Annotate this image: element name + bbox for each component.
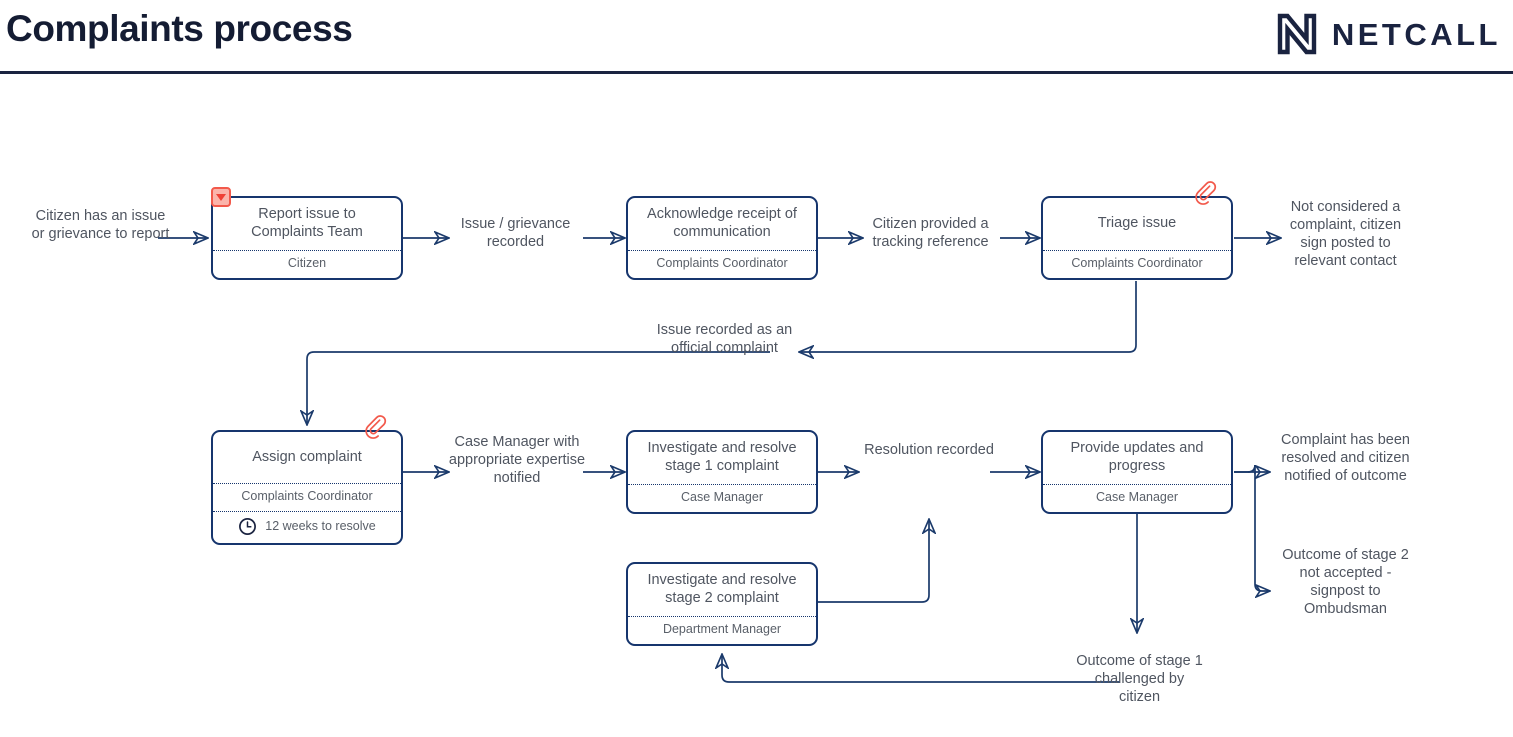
- triangle-down-icon: [216, 193, 226, 201]
- node-meta: 12 weeks to resolve: [213, 511, 401, 543]
- node-role: Complaints Coordinator: [213, 483, 401, 511]
- brand-lockup: NETCALL: [1276, 12, 1501, 56]
- node-role: Department Manager: [628, 616, 816, 644]
- netcall-n-logo-icon: [1277, 13, 1317, 55]
- node-title: Investigate and resolve stage 1 complain…: [647, 440, 797, 475]
- label-complaint-resolved: Complaint has been resolved and citizen …: [1281, 432, 1410, 484]
- node-acknowledge-receipt[interactable]: Acknowledge receipt of communication Com…: [626, 196, 818, 280]
- page-title: Complaints process: [6, 8, 353, 49]
- node-title: Report issue to Complaints Team: [251, 206, 363, 241]
- node-role: Case Manager: [1043, 484, 1231, 512]
- node-title: Acknowledge receipt of communication: [647, 206, 797, 241]
- node-meta-label: 12 weeks to resolve: [265, 518, 376, 533]
- node-investigate-stage-1[interactable]: Investigate and resolve stage 1 complain…: [626, 430, 818, 514]
- node-role: Complaints Coordinator: [1043, 250, 1231, 278]
- label-stage-1-challenged: Outcome of stage 1 challenged by citizen: [1076, 653, 1203, 705]
- clock-icon: [239, 518, 257, 535]
- node-role: Citizen: [213, 250, 401, 278]
- node-title: Provide updates and progress: [1070, 440, 1204, 475]
- node-provide-updates[interactable]: Provide updates and progress Case Manage…: [1041, 430, 1233, 514]
- node-title: Investigate and resolve stage 2 complain…: [647, 572, 797, 607]
- paperclip-badge-icon: [365, 415, 387, 439]
- label-not-a-complaint: Not considered a complaint, citizen sign…: [1289, 199, 1402, 269]
- node-assign-complaint[interactable]: Assign complaint Complaints Coordinator …: [211, 415, 403, 545]
- label-tracking-reference: Citizen provided a tracking reference: [872, 216, 989, 250]
- node-title: Assign complaint: [252, 448, 362, 465]
- node-investigate-stage-2[interactable]: Investigate and resolve stage 2 complain…: [626, 562, 818, 646]
- label-stage-2-not-accepted: Outcome of stage 2 not accepted - signpo…: [1282, 547, 1409, 617]
- paperclip-badge-icon: [1195, 181, 1217, 205]
- node-role: Complaints Coordinator: [628, 250, 816, 278]
- brand-wordmark: NETCALL: [1331, 16, 1501, 52]
- node-triage-issue[interactable]: Triage issue Complaints Coordinator: [1041, 181, 1233, 280]
- label-resolution-recorded: Resolution recorded: [864, 442, 994, 458]
- node-role: Case Manager: [628, 484, 816, 512]
- flag-badge-icon: [211, 187, 231, 207]
- label-official-complaint: Issue recorded as an official complaint: [656, 322, 793, 356]
- page-header: Complaints process NETCALL: [0, 0, 1513, 74]
- label-issue-recorded: Issue / grievance recorded: [460, 216, 571, 250]
- node-report-issue[interactable]: Report issue to Complaints Team Citizen: [211, 187, 403, 280]
- label-case-manager-notified: Case Manager with appropriate expertise …: [448, 434, 586, 486]
- label-start-trigger: Citizen has an issue or grievance to rep…: [31, 208, 170, 242]
- node-title: Triage issue: [1097, 215, 1177, 232]
